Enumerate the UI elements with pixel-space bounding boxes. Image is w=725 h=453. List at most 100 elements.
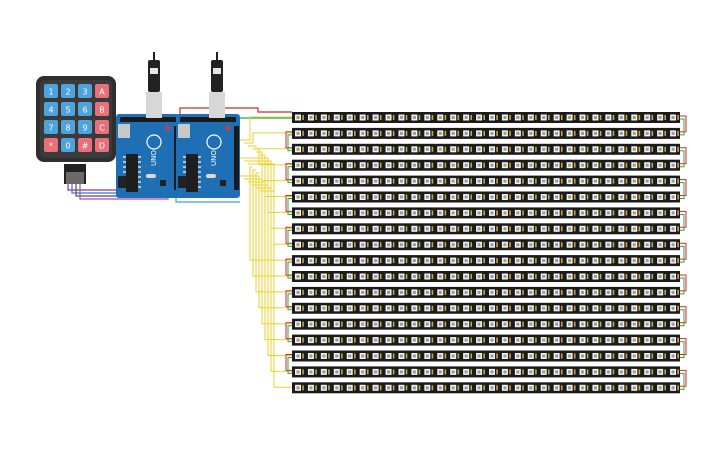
key-7: 7 xyxy=(44,120,58,134)
led-strip-8 xyxy=(292,223,680,235)
strip-link-8 xyxy=(285,226,292,247)
strip-link-12 xyxy=(285,290,292,311)
usb-cable-2 xyxy=(209,52,225,118)
data-wire-6 xyxy=(260,154,292,197)
strip-link-4 xyxy=(285,163,292,184)
strip-link-9 xyxy=(680,242,687,263)
data-wire-1 xyxy=(240,116,292,141)
data-wire-17 xyxy=(256,187,292,372)
arduino-uno-1: UNO xyxy=(116,114,180,198)
key-1: 1 xyxy=(44,84,58,98)
digital-header xyxy=(180,117,236,122)
led-strip-17 xyxy=(292,366,680,378)
key-9: 9 xyxy=(78,120,92,134)
wires xyxy=(67,107,292,388)
key-2: 2 xyxy=(61,84,75,98)
arduino-boards: UNO UNO xyxy=(116,114,240,198)
strip-link-11 xyxy=(680,274,687,295)
strip-link-1 xyxy=(680,115,687,136)
key-label: * xyxy=(49,142,53,151)
key-B: B xyxy=(95,102,109,116)
key-label: 8 xyxy=(65,124,70,133)
led-strip-9 xyxy=(292,239,680,251)
reset-button xyxy=(165,125,171,131)
led-strip-2 xyxy=(292,127,680,139)
strip-link-14 xyxy=(285,322,292,343)
arduino-logo-icon xyxy=(146,134,162,150)
data-wire-14 xyxy=(244,178,292,325)
reset-button xyxy=(225,125,231,131)
key-label: C xyxy=(99,124,105,133)
strip-link-6 xyxy=(285,195,292,215)
key-label: B xyxy=(99,106,105,115)
led-strip-4 xyxy=(292,159,680,171)
strip-link-16 xyxy=(285,354,292,374)
usb-port xyxy=(178,124,190,138)
strip-link-2 xyxy=(285,131,292,152)
data-wire-2 xyxy=(244,132,292,144)
data-wire-15 xyxy=(248,181,292,341)
strip-link-5 xyxy=(680,179,687,199)
strip-link-3 xyxy=(680,147,687,168)
key-label: A xyxy=(99,88,105,97)
microcontroller-chip xyxy=(186,154,198,192)
led-strip-12 xyxy=(292,286,680,298)
strip-link-10 xyxy=(285,258,292,279)
key-A: A xyxy=(95,84,109,98)
power-header xyxy=(234,126,239,190)
led-strip-13 xyxy=(292,302,680,314)
key-label: 5 xyxy=(65,106,70,115)
key-C: C xyxy=(95,120,109,134)
data-wire-13 xyxy=(240,175,292,309)
digital-header xyxy=(120,117,176,122)
key-label: 2 xyxy=(65,88,70,97)
key-label: 6 xyxy=(82,106,87,115)
led-strip-14 xyxy=(292,318,680,330)
led-strip-1 xyxy=(292,112,680,123)
data-wire-4 xyxy=(252,148,292,166)
led-strip-16 xyxy=(292,350,680,362)
arduino-uno-2: UNO xyxy=(176,114,240,198)
led-strip-5 xyxy=(292,175,680,187)
strip-link-13 xyxy=(680,306,687,327)
led-strip-15 xyxy=(292,334,680,346)
key-label: 9 xyxy=(82,124,87,133)
key-label: 7 xyxy=(48,124,53,133)
usb-cables xyxy=(146,52,225,118)
led-strip-3 xyxy=(292,143,680,155)
key-#: # xyxy=(78,138,92,152)
key-0: 0 xyxy=(61,138,75,152)
board-logo-text: UNO xyxy=(150,150,158,166)
data-wire-16 xyxy=(252,184,292,356)
strip-link-17 xyxy=(680,369,687,390)
led-strip-7 xyxy=(292,207,680,219)
key-3: 3 xyxy=(78,84,92,98)
key-label: D xyxy=(99,142,105,151)
key-D: D xyxy=(95,138,109,152)
data-wire-5 xyxy=(256,151,292,182)
power-jack xyxy=(118,176,126,188)
key-label: 0 xyxy=(65,142,70,151)
key-label: 1 xyxy=(48,88,53,97)
key-label: 3 xyxy=(82,88,87,97)
key-8: 8 xyxy=(61,120,75,134)
usb-cable-1 xyxy=(146,52,162,118)
data-wire-18 xyxy=(260,190,292,388)
usb-port xyxy=(118,124,130,138)
strip-link-15 xyxy=(680,338,687,358)
key-4: 4 xyxy=(44,102,58,116)
led-strip-11 xyxy=(292,271,680,282)
data-wire-11 xyxy=(252,169,292,277)
key-label: # xyxy=(82,142,89,151)
arduino-logo-icon xyxy=(206,134,222,150)
power-wire xyxy=(179,107,292,124)
led-strip-6 xyxy=(292,191,680,203)
key-*: * xyxy=(44,138,58,152)
led-matrix xyxy=(285,112,687,394)
data-wire-3 xyxy=(248,145,292,150)
microcontroller-chip xyxy=(126,154,138,192)
key-5: 5 xyxy=(61,102,75,116)
